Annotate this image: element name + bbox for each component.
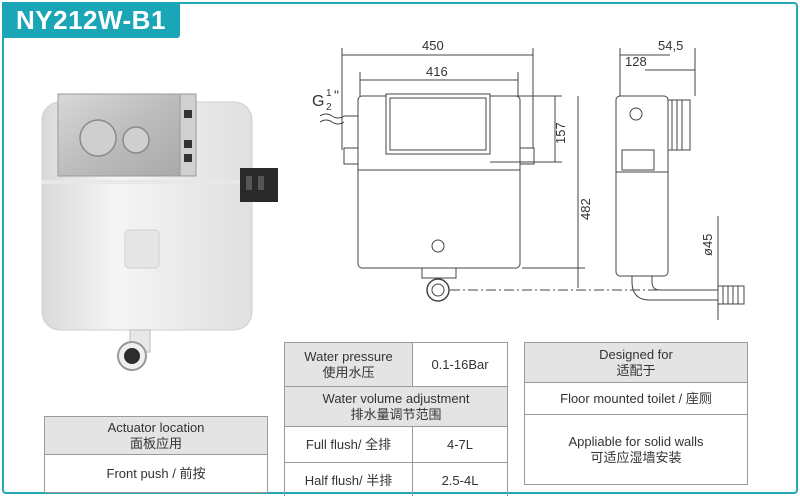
thread-mark: " — [334, 87, 339, 103]
thread-num: 1 — [326, 88, 332, 99]
water-volume-header: Water volume adjustment 排水量调节范围 — [284, 386, 508, 427]
model-title: NY212W-B1 — [2, 2, 180, 38]
water-pressure-value: 0.1-16Bar — [412, 342, 508, 387]
designed-table: Designed for 适配于 Floor mounted toilet / … — [524, 342, 748, 485]
thread-den: 2 — [326, 102, 332, 113]
actuator-value: Front push / 前按 — [44, 454, 268, 493]
dim-45: ø45 — [700, 234, 715, 256]
technical-drawing: 450 416 157 482 54,5 128 ø45 G 1 2 " — [312, 38, 745, 320]
full-flush-value: 4-7L — [412, 426, 508, 463]
half-flush-label: Half flush/ 半排 — [284, 462, 413, 496]
dim-482: 482 — [578, 198, 593, 220]
actuator-table: Actuator location 面板应用 Front push / 前按 — [44, 416, 268, 493]
half-flush-value: 2.5-4L — [412, 462, 508, 496]
dim-128: 128 — [625, 54, 647, 69]
dim-450: 450 — [422, 38, 444, 53]
water-table: Water pressure 使用水压 0.1-16Bar Water volu… — [284, 342, 508, 496]
dim-416: 416 — [426, 64, 448, 79]
designed-header: Designed for 适配于 — [524, 342, 748, 383]
designed-walls: Appliable for solid walls 可适应湿墙安装 — [524, 414, 748, 485]
thread-g: G — [312, 93, 324, 110]
water-pressure-label: Water pressure 使用水压 — [284, 342, 413, 387]
designed-floor: Floor mounted toilet / 座厕 — [524, 382, 748, 415]
full-flush-label: Full flush/ 全排 — [284, 426, 413, 463]
dim-157: 157 — [553, 122, 568, 144]
dim-54-5: 54,5 — [658, 38, 683, 53]
actuator-header: Actuator location 面板应用 — [44, 416, 268, 455]
product-image — [41, 93, 278, 371]
